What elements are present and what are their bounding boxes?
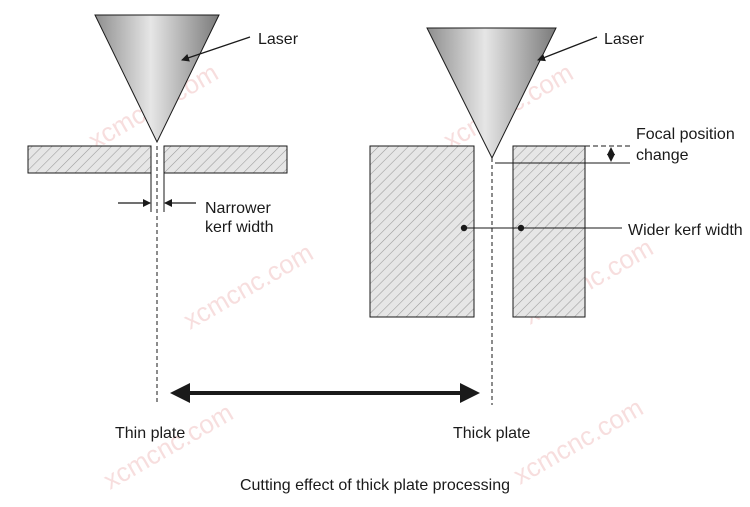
laser-cone-right: [426, 27, 557, 160]
focal-label-line1: Focal position: [636, 126, 735, 143]
laser-cone-left: [94, 14, 220, 144]
laser-label-left: Laser: [258, 31, 299, 48]
thin-plate-right-piece: [163, 145, 288, 174]
kerf-label-left-line1: Narrower: [205, 200, 271, 217]
kerf-dot-left: [460, 224, 468, 232]
kerf-dot-right: [517, 224, 525, 232]
thin-plate-section: Laser Narrower kerf width Thin plate: [27, 14, 299, 442]
thick-plate-section: Laser Focal position change Wider kerf w…: [369, 27, 743, 442]
laser-pointer-right: [537, 36, 598, 62]
watermark-5: xcmcnc.com: [98, 397, 238, 495]
focal-label-line2: change: [636, 147, 689, 164]
laser-label-right: Laser: [604, 31, 645, 48]
thick-plate-right-piece: [512, 145, 586, 318]
comparison-arrowhead-left: [170, 383, 190, 403]
laser-pointer-left: [181, 36, 251, 62]
thin-plate-left-piece: [27, 145, 152, 174]
thick-plate-label: Thick plate: [453, 425, 530, 442]
comparison-arrow: [170, 383, 480, 403]
thin-plate-label: Thin plate: [115, 425, 185, 442]
wider-kerf-label: Wider kerf width: [628, 222, 743, 239]
diagram-caption: Cutting effect of thick plate processing: [240, 477, 510, 494]
thick-plate-left-piece: [369, 145, 475, 318]
kerf-label-left-line2: kerf width: [205, 219, 273, 236]
comparison-arrowhead-right: [460, 383, 480, 403]
watermark-3: xcmcnc.com: [178, 237, 318, 335]
